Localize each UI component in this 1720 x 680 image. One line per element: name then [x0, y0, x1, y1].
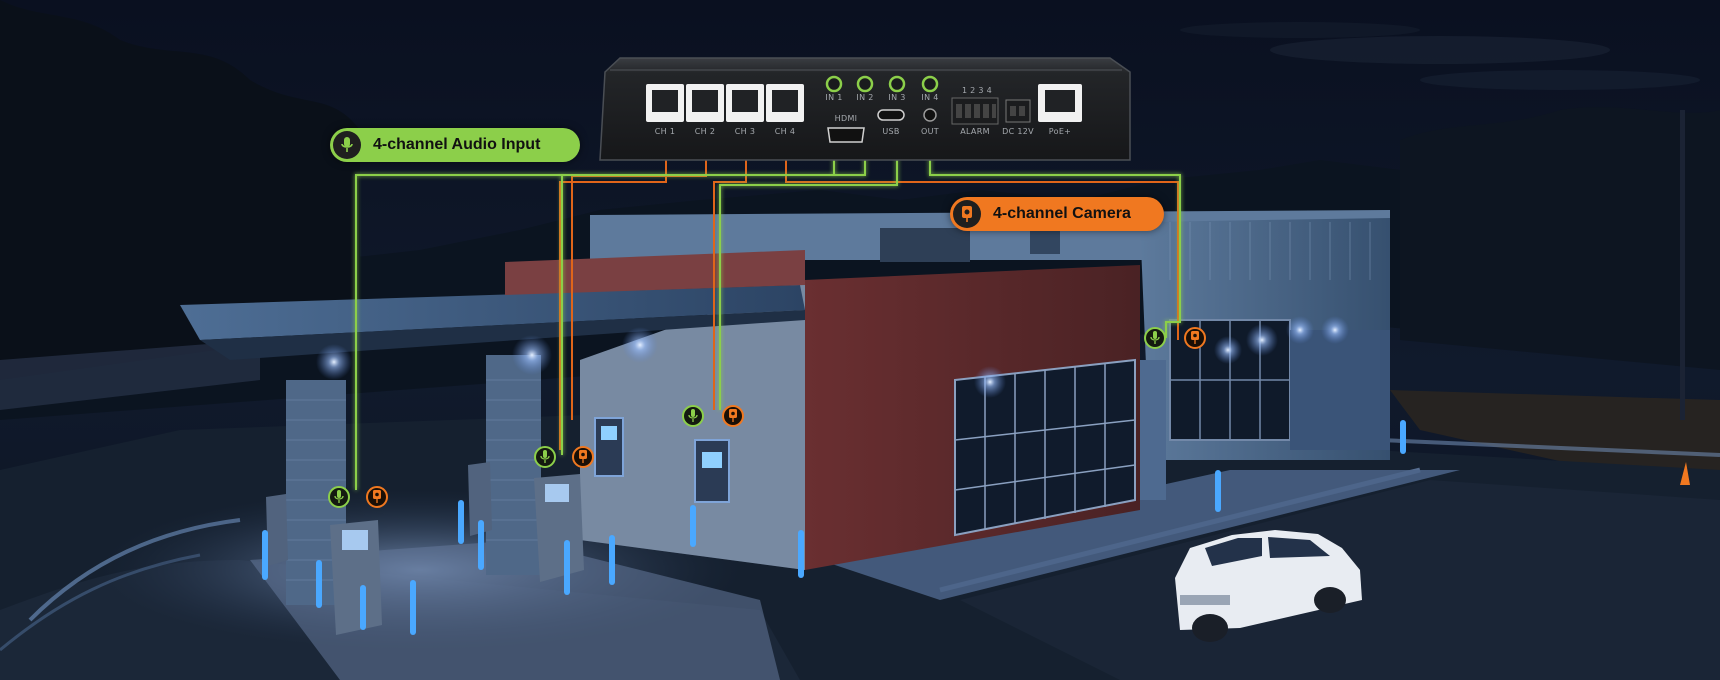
camera-icon — [953, 200, 981, 228]
camera-marker-icon — [366, 486, 388, 508]
port-label-ch1: CH 1 — [654, 127, 676, 136]
audio-input-jacks — [825, 75, 939, 93]
dc-power-port — [1005, 99, 1031, 123]
drive-thru-canopy — [180, 285, 805, 340]
canopy-pillar-2 — [486, 355, 541, 575]
usb-port — [877, 109, 905, 121]
port-label-ch3: CH 3 — [734, 127, 756, 136]
microphone-marker-icon — [534, 446, 556, 468]
port-label-poe: PoE+ — [1048, 127, 1072, 136]
port-label-in2: IN 2 — [856, 93, 874, 102]
port-label-hdmi: HDMI — [834, 114, 858, 123]
port-label-ch2: CH 2 — [694, 127, 716, 136]
hdmi-port — [827, 127, 865, 143]
camera-marker-icon — [1184, 327, 1206, 349]
white-suv — [1175, 530, 1362, 642]
audio-input-label: 4-channel Audio Input — [373, 136, 541, 153]
microphone-marker-icon — [328, 486, 350, 508]
audio-input-callout: 4-channel Audio Input — [330, 128, 580, 162]
camera-marker-icon — [722, 405, 744, 427]
port-label-out: OUT — [921, 127, 939, 136]
port-label-in1: IN 1 — [825, 93, 843, 102]
port-label-dc: DC 12V — [1002, 127, 1034, 136]
port-label-usb: USB — [882, 127, 900, 136]
port-label-in3: IN 3 — [888, 93, 906, 102]
recorder-device — [599, 57, 1131, 161]
microphone-marker-icon — [1144, 327, 1166, 349]
camera-ports — [646, 84, 804, 122]
port-label-alarm-pins: 1 2 3 4 — [961, 86, 993, 95]
microphone-icon — [333, 131, 361, 159]
camera-callout: 4-channel Camera — [950, 197, 1164, 231]
port-label-alarm: ALARM — [960, 127, 990, 136]
camera-marker-icon — [572, 446, 594, 468]
audio-out-jack — [923, 108, 937, 122]
port-label-in4: IN 4 — [921, 93, 939, 102]
microphone-marker-icon — [682, 405, 704, 427]
camera-label: 4-channel Camera — [993, 205, 1131, 222]
port-label-ch4: CH 4 — [774, 127, 796, 136]
